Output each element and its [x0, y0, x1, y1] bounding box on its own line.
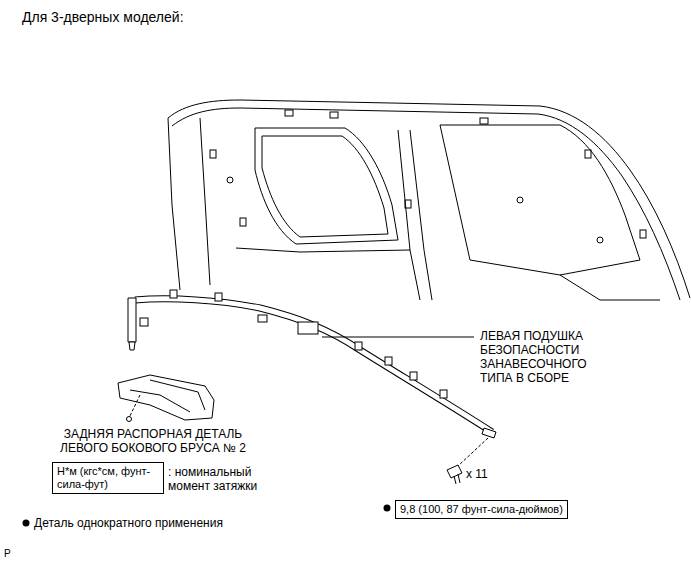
title: Для 3-дверных моделей:: [22, 9, 184, 25]
part-name: ЗАДНЯЯ РАСПОРНАЯ ДЕТАЛЬ ЛЕВОГО БОКОВОГО …: [48, 427, 258, 455]
torque-value-box: 9,8 (100, 87 фунт-сила-дюймов): [395, 500, 568, 519]
box-text: Н*м (кгс*см, фунт-сила-фут): [57, 465, 159, 491]
page-mark: P: [4, 547, 11, 561]
legend-text: Деталь однократного применения: [34, 516, 223, 530]
part-name: ЛЕВАЯ ПОДУШКА БЕЗОПАСНОСТИ ЗАНАВЕСОЧНОГО…: [480, 329, 608, 385]
box-text: 9,8 (100, 87 фунт-сила-дюймов): [400, 503, 563, 516]
bolt: [447, 438, 488, 484]
quantity: x 11: [466, 467, 488, 481]
legend-bullet: [23, 520, 30, 527]
legend-note: : номинальный момент затяжки: [168, 465, 273, 493]
rear-spacer: [118, 375, 214, 422]
one-time-mark: [384, 505, 391, 512]
body-frame: [168, 100, 690, 300]
torque-unit-box: Н*м (кгс*см, фунт-сила-фут): [52, 462, 164, 494]
